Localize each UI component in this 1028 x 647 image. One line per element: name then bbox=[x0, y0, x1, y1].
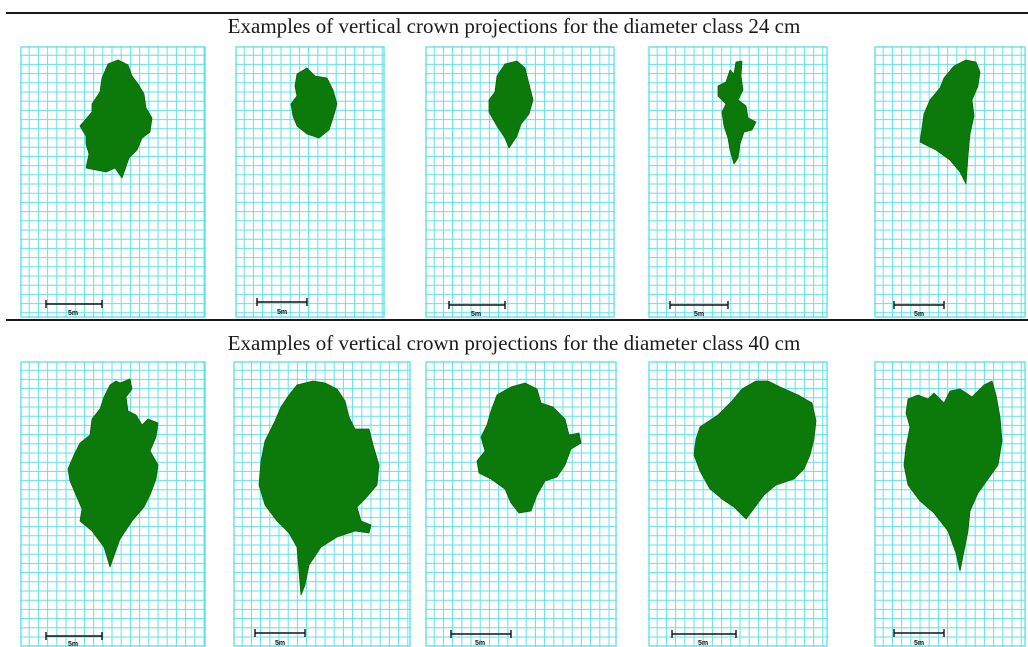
scale-bar: 5m bbox=[448, 301, 506, 318]
grid-border bbox=[425, 46, 615, 318]
crown-panel-40-3: 5m bbox=[425, 361, 617, 647]
crown-grid-chart: 5m bbox=[648, 46, 828, 318]
crown-grid-chart: 5m bbox=[20, 46, 206, 318]
crown-grid-chart: 5m bbox=[20, 361, 206, 647]
grid-border bbox=[235, 46, 385, 318]
grid-lines bbox=[425, 46, 615, 318]
crown-grid-chart: 5m bbox=[648, 361, 828, 647]
scale-bar-label: 5m bbox=[914, 311, 924, 318]
scale-bar-label: 5m bbox=[471, 311, 481, 318]
middle-rule bbox=[6, 319, 1028, 321]
grid-border bbox=[648, 46, 828, 318]
scale-bar-label: 5m bbox=[694, 311, 704, 318]
crown-shape bbox=[919, 59, 981, 185]
grid-border bbox=[20, 46, 206, 318]
crown-shape bbox=[290, 67, 338, 139]
scale-bar-label: 5m bbox=[698, 640, 708, 647]
crown-panel-40-2: 5m bbox=[233, 361, 411, 647]
crown-shape bbox=[79, 59, 153, 179]
scale-bar: 5m bbox=[45, 632, 103, 647]
crown-panel-24-2: 5m bbox=[235, 46, 385, 318]
caption-diameter-24: Examples of vertical crown projections f… bbox=[227, 14, 801, 38]
top-rule bbox=[6, 12, 1028, 14]
crown-panel-24-5: 5m bbox=[874, 46, 1026, 318]
grid-border bbox=[648, 361, 828, 647]
crown-grid-chart: 5m bbox=[874, 46, 1026, 318]
scale-bar: 5m bbox=[450, 630, 512, 647]
scale-bar-label: 5m bbox=[68, 641, 78, 647]
scale-bar-label: 5m bbox=[914, 640, 924, 647]
crown-panel-40-5: 5m bbox=[874, 361, 1026, 647]
crown-grid-chart: 5m bbox=[425, 46, 615, 318]
grid-border bbox=[874, 46, 1026, 318]
grid-border bbox=[874, 361, 1026, 647]
crown-shape bbox=[488, 60, 534, 149]
crown-shape bbox=[258, 380, 380, 596]
grid-border bbox=[425, 361, 617, 647]
scale-bar-label: 5m bbox=[475, 640, 485, 647]
scale-bar: 5m bbox=[45, 300, 103, 317]
scale-bar-label: 5m bbox=[277, 309, 287, 316]
scale-bar-label: 5m bbox=[68, 310, 78, 317]
scale-bar: 5m bbox=[671, 630, 737, 647]
scale-bar: 5m bbox=[893, 301, 945, 318]
crown-shape bbox=[903, 380, 1003, 572]
scale-bar: 5m bbox=[254, 629, 306, 647]
crown-panel-40-1: 5m bbox=[20, 361, 206, 647]
crown-shape bbox=[476, 382, 582, 514]
crown-grid-chart: 5m bbox=[425, 361, 617, 647]
scale-bar-label: 5m bbox=[275, 640, 285, 647]
grid-lines bbox=[874, 46, 1026, 318]
crown-shape bbox=[717, 60, 757, 165]
crown-shape bbox=[693, 380, 817, 520]
crown-grid-chart: 5m bbox=[233, 361, 411, 647]
crown-panel-24-1: 5m bbox=[20, 46, 206, 318]
crown-panel-40-4: 5m bbox=[648, 361, 828, 647]
crown-panel-24-3: 5m bbox=[425, 46, 615, 318]
scale-bar: 5m bbox=[893, 629, 945, 647]
grid-border bbox=[233, 361, 411, 647]
caption-diameter-40: Examples of vertical crown projections f… bbox=[227, 331, 801, 355]
crown-grid-chart: 5m bbox=[235, 46, 385, 318]
crown-panel-24-4: 5m bbox=[648, 46, 828, 318]
crown-grid-chart: 5m bbox=[874, 361, 1026, 647]
scale-bar: 5m bbox=[256, 298, 308, 316]
grid-border bbox=[20, 361, 206, 647]
crown-shape bbox=[67, 378, 159, 568]
scale-bar: 5m bbox=[669, 301, 729, 318]
